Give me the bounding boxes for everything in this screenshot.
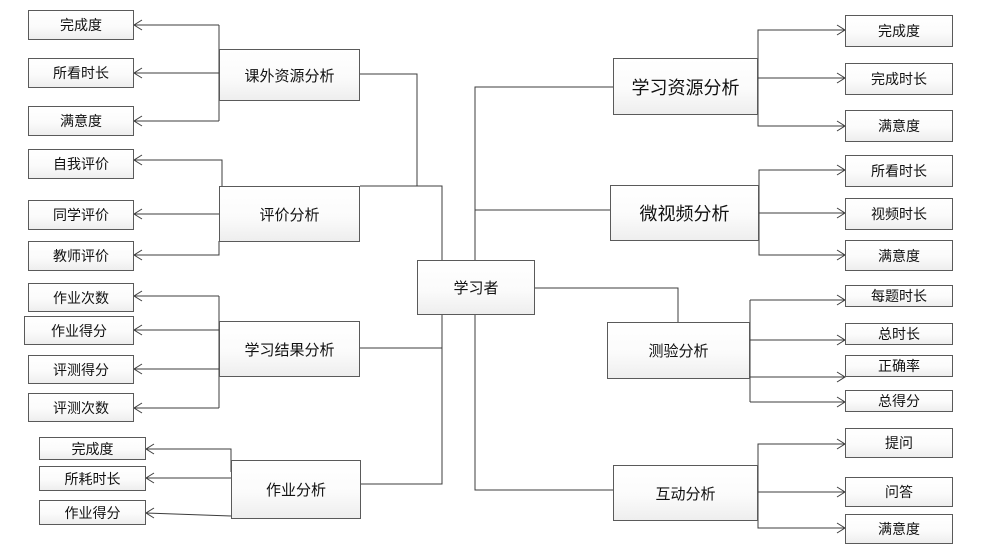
right-branch-2	[535, 287, 679, 322]
left-group-2-item-2: 评测得分	[28, 355, 134, 384]
left-group-2-item-1: 作业得分	[24, 316, 134, 345]
right-group-0-item-0: 完成度	[845, 15, 953, 47]
left-group-3-item-1: 所耗时长	[39, 466, 146, 491]
lg3-l2	[145, 512, 232, 517]
lg1-l2-arrowhead	[133, 249, 143, 261]
lg3-l0	[146, 448, 232, 472]
left-group-2-item-0: 作业次数	[28, 283, 134, 312]
left-trunk	[360, 73, 443, 485]
right-group-1: 微视频分析	[610, 185, 759, 241]
lg2-l1-arrowhead	[133, 324, 143, 336]
rg2-l2-arrowhead	[836, 371, 846, 383]
left-group-3-item-2: 作业得分	[39, 500, 146, 525]
right-group-1-item-2: 满意度	[845, 240, 953, 271]
right-group-0-item-1: 完成时长	[845, 63, 953, 95]
left-group-2-item-3: 评测次数	[28, 393, 134, 422]
right-group-2-item-1: 总时长	[845, 323, 953, 345]
left-group-0-item-2: 满意度	[28, 106, 134, 136]
left-group-1-item-1: 同学评价	[28, 200, 134, 230]
left-group-0-item-0: 完成度	[28, 10, 134, 40]
rg3-l0	[757, 443, 845, 493]
left-group-2: 学习结果分析	[219, 321, 360, 377]
lg2-l3-arrowhead	[133, 402, 143, 414]
right-group-1-item-1: 视频时长	[845, 198, 953, 230]
left-group-3: 作业分析	[231, 460, 361, 519]
right-group-2-item-3: 总得分	[845, 390, 953, 412]
left-group-1-item-2: 教师评价	[28, 241, 134, 271]
lg1-l2	[134, 241, 220, 256]
lg2-l0-arrowhead	[133, 290, 143, 302]
lg0-l0-arrowhead	[133, 19, 143, 31]
right-group-3-item-0: 提问	[845, 428, 953, 458]
center-node-learner: 学习者	[417, 260, 535, 315]
rg1-l2	[758, 213, 845, 256]
left-group-1-item-0: 自我评价	[28, 149, 134, 179]
right-group-3: 互动分析	[613, 465, 758, 521]
right-group-2-item-2: 正确率	[845, 355, 953, 377]
lg2-l2-arrowhead	[133, 363, 143, 375]
left-group-0-item-1: 所看时长	[28, 58, 134, 88]
right-group-2-item-0: 每题时长	[845, 285, 953, 307]
left-group-3-item-0: 完成度	[39, 437, 146, 460]
left-group-0: 课外资源分析	[219, 49, 360, 101]
lg1-l0	[134, 159, 223, 186]
lg3-l0-arrowhead	[145, 443, 155, 455]
rg3-l2	[757, 493, 845, 529]
right-group-3-item-1: 问答	[845, 477, 953, 507]
lg0-l2-arrowhead	[133, 115, 143, 127]
lg3-l2-arrowhead	[145, 507, 155, 519]
lg3-l1-arrowhead	[145, 472, 155, 484]
right-group-0-item-2: 满意度	[845, 110, 953, 142]
rg0-l0	[757, 29, 845, 87]
right-group-3-item-2: 满意度	[845, 514, 953, 544]
lg0-l1-arrowhead	[133, 67, 143, 79]
right-group-2: 测验分析	[607, 322, 750, 379]
right-group-0: 学习资源分析	[613, 58, 758, 115]
lg1-l1-arrowhead	[133, 208, 143, 220]
rg1-l0	[758, 169, 845, 213]
lg1-l0-arrowhead	[133, 154, 143, 166]
left-group-1: 评价分析	[219, 186, 360, 242]
rg0-l2	[757, 87, 845, 127]
right-group-1-item-0: 所看时长	[845, 155, 953, 187]
